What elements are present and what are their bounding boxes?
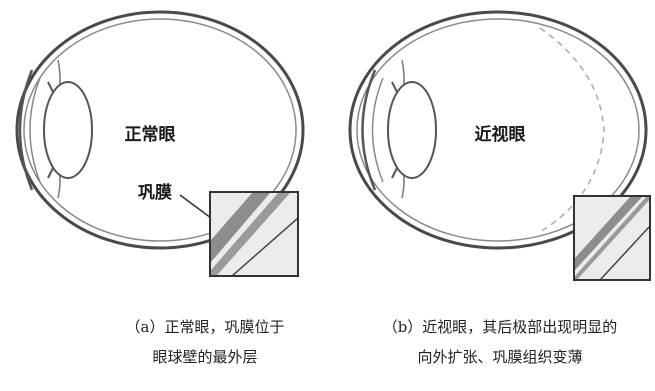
normal-inset-band-2 <box>211 193 290 275</box>
caption-myopic-line-1: （b）近视眼，其后极部出现明显的 <box>382 318 618 336</box>
sclera-label: 巩膜 <box>138 182 172 203</box>
myopic-eye-cornea-inner <box>371 77 384 183</box>
normal-eye-cornea <box>18 69 34 191</box>
caption-normal-line-1: （a）正常眼，巩膜位于 <box>125 318 285 336</box>
caption-myopic-line-2: 向外扩张、巩膜组织变薄 <box>417 348 583 366</box>
normal-eye-sclera-inner <box>23 18 297 242</box>
myopic-inset-band-1 <box>575 197 642 270</box>
normal-eye-illustration: 正常眼 巩膜 <box>15 10 305 277</box>
myopic-eye-cornea <box>361 69 377 191</box>
normal-eye-sclera-inset <box>209 191 299 277</box>
caption-normal-line-2: 眼球壁的最外层 <box>152 348 258 366</box>
myopic-eye-label: 近视眼 <box>475 124 526 145</box>
myopic-inset-line <box>599 225 649 279</box>
myopic-inset-band-2 <box>575 197 649 279</box>
myopic-eye-sclera-outer <box>348 10 648 250</box>
normal-eye-lens <box>43 81 93 179</box>
myopic-eye-lens <box>387 81 437 179</box>
normal-inset-line <box>232 217 297 275</box>
caption-myopic-eye: （b）近视眼，其后极部出现明显的 向外扩张、巩膜组织变薄 <box>350 312 650 372</box>
myopic-eye-sclera-inset <box>573 195 651 281</box>
caption-normal-eye: （a）正常眼，巩膜位于 眼球壁的最外层 <box>100 312 310 372</box>
myopic-eye-illustration: 近视眼 <box>348 10 651 281</box>
normal-eye-sclera-outer <box>15 10 305 250</box>
normal-eye-label: 正常眼 <box>125 124 176 145</box>
myopic-eye-original-outline <box>539 27 605 233</box>
normal-eye-cornea-inner <box>29 77 41 183</box>
normal-inset-band-1 <box>211 193 270 262</box>
myopic-eye-sclera-inner <box>356 18 640 242</box>
